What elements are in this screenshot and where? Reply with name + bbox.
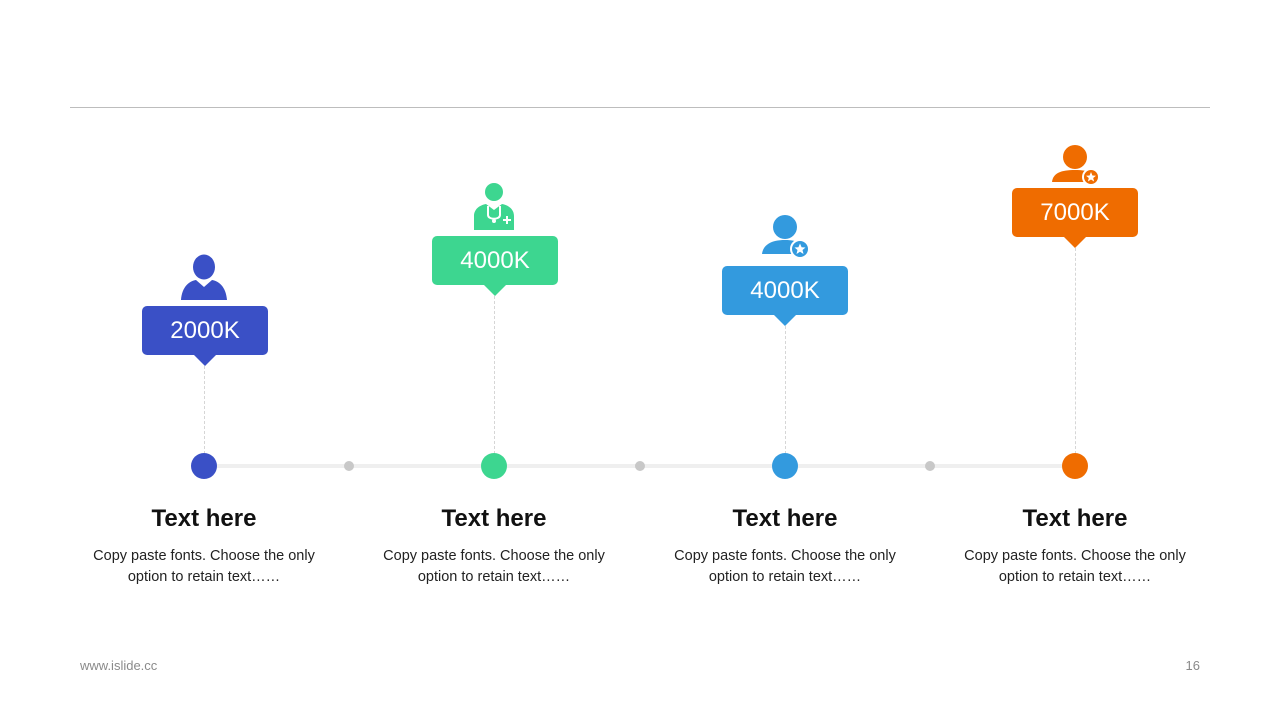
step-description: Copy paste fonts. Choose the only option… [93, 548, 315, 585]
person-star-icon [1052, 145, 1100, 186]
value-label: 4000K [750, 277, 820, 304]
step-description: Copy paste fonts. Choose the only option… [674, 548, 896, 585]
timeline-node [1062, 453, 1088, 479]
leader-line [1075, 248, 1076, 454]
value-label: 7000K [1040, 199, 1110, 226]
step-description: Copy paste fonts. Choose the only option… [383, 548, 605, 585]
timeline-node [772, 453, 798, 479]
top-divider [70, 107, 1210, 108]
value-label: 2000K [170, 317, 240, 344]
footer-url: www.islide.cc [80, 658, 158, 673]
value-bubble: 7000K [1012, 188, 1138, 248]
timeline-node [191, 453, 217, 479]
page-number: 16 [1185, 658, 1200, 673]
value-bubble: 2000K [142, 306, 268, 366]
leader-line [494, 296, 495, 454]
timeline-node [481, 453, 507, 479]
value-bubble: 4000K [432, 236, 558, 296]
step-title: Text here [732, 505, 838, 532]
step-description: Copy paste fonts. Choose the only option… [964, 548, 1186, 585]
timeline-connector-dot [344, 461, 354, 471]
timeline-connector-dot [635, 461, 645, 471]
timeline-connector-dot [925, 461, 935, 471]
doctor-icon [474, 183, 514, 230]
value-label: 4000K [460, 247, 530, 274]
leader-line [204, 366, 205, 454]
person-star-icon [762, 215, 810, 259]
step-title: Text here [1022, 505, 1128, 532]
step-title: Text here [441, 505, 547, 532]
value-bubble: 4000K [722, 266, 848, 326]
leader-line [785, 326, 786, 454]
step-title: Text here [151, 505, 257, 532]
person-icon [181, 254, 227, 300]
